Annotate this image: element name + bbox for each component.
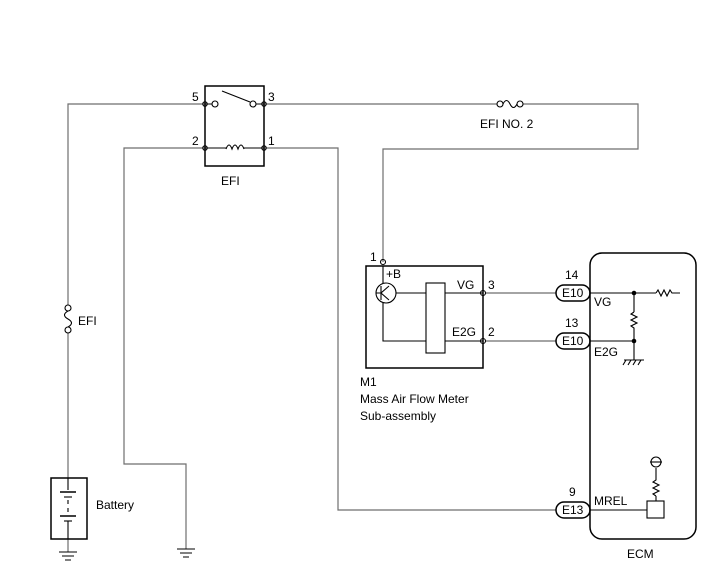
meter-supply-label: +B [386, 267, 401, 281]
relay-switch-contact-right [249, 100, 257, 108]
fuse-efi-no2-label: EFI NO. 2 [480, 117, 534, 131]
battery-label: Battery [96, 498, 134, 512]
meter-terminal-2 [479, 337, 487, 345]
ecm-mrel-pin: 9 [569, 485, 576, 499]
relay-pin-5: 5 [192, 90, 199, 104]
relay-terminal-2 [202, 145, 208, 151]
fuse-efi-end-top [64, 304, 72, 312]
fuse-efi-end-bottom [64, 326, 72, 334]
connector-e10-e2g-label: E10 [562, 334, 584, 348]
relay-switch-blade [221, 90, 251, 103]
meter-e2g-label: E2G [452, 325, 476, 339]
meter-internal-outputs [445, 292, 483, 342]
meter-terminal-3 [479, 289, 487, 297]
fuse-no2-end-left [496, 100, 504, 108]
meter-code: M1 [360, 375, 377, 389]
ecm-e2g-pin: 13 [565, 316, 579, 330]
meter-terminal-1 [379, 258, 387, 266]
meter-box [365, 265, 484, 369]
efi-relay: 5 3 2 1 EFI [192, 85, 275, 188]
ecm-vg-label: VG [594, 295, 611, 309]
fuse-icon [502, 99, 518, 109]
fuse-icon [63, 310, 73, 328]
efi-fuse: EFI [63, 304, 97, 334]
meter-internal-e2g-link [382, 303, 426, 342]
efi-no2-fuse: EFI NO. 2 [480, 99, 534, 131]
relay-pin-2: 2 [192, 134, 199, 148]
ecm-box [589, 252, 697, 540]
transistor-leads [376, 285, 390, 301]
meter-vg-pin: 3 [488, 278, 495, 292]
fuse-efi-label: EFI [78, 314, 97, 328]
meter-vg-label: VG [457, 278, 474, 292]
meter-e2g-pin: 2 [488, 325, 495, 339]
wire-efi-no2-to-meter-b [382, 103, 639, 262]
meter-name-line2: Sub-assembly [360, 409, 436, 423]
ecm-label: ECM [627, 547, 654, 561]
connector-e10-vg-label: E10 [562, 286, 584, 300]
resistor-icon [655, 288, 680, 298]
resistor-icon [651, 468, 661, 497]
battery: Battery [50, 477, 134, 540]
ecm-e2g-label: E2G [594, 345, 618, 359]
fuse-no2-end-right [516, 100, 524, 108]
wire-relay5-to-efi-fuse [67, 103, 205, 305]
wires [67, 103, 639, 552]
ground-icon [59, 551, 77, 561]
relay-pin-1: 1 [268, 134, 275, 148]
wire-relay1-to-mrel [264, 147, 556, 511]
resistor-icon [629, 311, 639, 341]
meter-pin-1: 1 [370, 250, 377, 264]
relay-label: EFI [221, 174, 240, 188]
meter-sensor-element [425, 282, 446, 354]
relay-terminal-1 [261, 145, 267, 151]
ecm-vg-pin: 14 [565, 268, 579, 282]
ecm: E10 14 VG E10 13 E2G E13 9 MREL ECM [555, 252, 697, 561]
relay-pin-3: 3 [268, 90, 275, 104]
battery-box [50, 477, 88, 540]
chassis-ground-icon [622, 359, 644, 366]
ground-icon [177, 548, 195, 558]
relay-terminal-5 [202, 101, 208, 107]
ecm-mrel-driver-box [646, 500, 665, 519]
meter-name-line1: Mass Air Flow Meter [360, 392, 469, 406]
relay-switch-contact-left [211, 100, 219, 108]
relay-coil-icon [225, 144, 245, 151]
ecm-mrel-label: MREL [594, 494, 628, 508]
relay-terminal-3 [261, 101, 267, 107]
connector-e13-mrel-label: E13 [562, 503, 584, 517]
mass-air-flow-meter: 1 +B VG 3 E2G 2 M1 Mass Air Flow Meter S… [360, 250, 495, 423]
relay-box [204, 85, 265, 167]
wire-relay2-to-ground [123, 147, 205, 549]
